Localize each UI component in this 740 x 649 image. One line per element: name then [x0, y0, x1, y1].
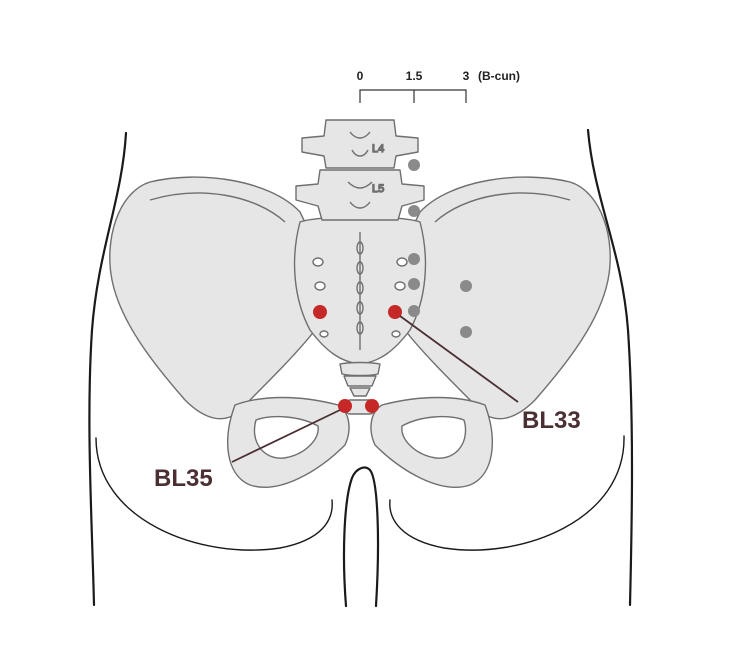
spinous-process-l5: [347, 181, 373, 209]
vertebra-l4: [301, 119, 419, 169]
sacral-foramen: [391, 330, 401, 338]
bl33-leader-line: [399, 315, 519, 403]
right-torso-contour: [586, 128, 634, 607]
right-obturator-foramen: [401, 415, 467, 459]
left-ilium: [109, 176, 321, 420]
other-acupoints: [408, 159, 472, 338]
acupoint-marker: [408, 253, 420, 265]
acupoint-marker: [408, 278, 420, 290]
left-obturator-foramen: [253, 415, 319, 459]
bl35-right-marker: [365, 399, 379, 413]
acupoint-marker: [460, 326, 472, 338]
vertebra-label-l4: L4: [372, 143, 384, 155]
scale-bar-line: [359, 89, 467, 103]
scale-tick-0: 0: [357, 69, 364, 83]
vertebra-l5: [295, 169, 425, 221]
acupoint-marker: [408, 305, 420, 317]
body-outline: [88, 128, 634, 608]
scale-tick-3: 3: [463, 69, 470, 83]
acupoint-marker: [408, 159, 420, 171]
sacrum-group: [293, 216, 427, 397]
right-ilium: [399, 176, 611, 420]
bl33-label: BL33: [522, 407, 581, 434]
highlighted-acupoints: [313, 305, 402, 413]
pelvis-bones: [109, 176, 611, 488]
scale-unit: (B-cun): [478, 69, 520, 83]
bl35-leader-line: [231, 409, 341, 463]
bl35-left-marker: [338, 399, 352, 413]
right-buttock-contour: [389, 435, 625, 551]
acupoint-marker: [408, 205, 420, 217]
left-buttock-contour: [95, 437, 333, 551]
lumbar-vertebrae: L4 L5: [295, 119, 425, 221]
bl33-right-marker: [388, 305, 402, 319]
left-leg-inner-contour: [342, 466, 380, 608]
crest-node: [356, 281, 364, 295]
left-torso-contour: [88, 131, 128, 607]
crest-node: [356, 321, 364, 335]
bl33-left-marker: [313, 305, 327, 319]
left-ilium-crest-line: [149, 192, 286, 223]
crest-node: [356, 301, 364, 315]
sacral-foramen: [319, 330, 329, 338]
scale-tick-1-5: 1.5: [406, 69, 423, 83]
acupoint-marker: [460, 280, 472, 292]
coccyx: [339, 361, 381, 397]
sacral-foramen: [394, 281, 406, 291]
leader-lines: [231, 315, 519, 463]
sacral-foramen: [312, 257, 324, 267]
sacral-median-crest-nodes: [356, 241, 364, 335]
spinous-process-l4: [349, 131, 371, 157]
scale-bar: 0 1.5 3 (B-cun): [357, 69, 520, 103]
right-ilium-crest-line: [434, 192, 571, 223]
vertebra-label-l5: L5: [372, 183, 384, 195]
crest-node: [356, 241, 364, 255]
sacral-foramen: [314, 281, 326, 291]
sacral-foramen: [396, 257, 408, 267]
sacral-foramina: [312, 257, 408, 338]
crest-node: [356, 261, 364, 275]
bl35-label: BL35: [154, 465, 213, 492]
